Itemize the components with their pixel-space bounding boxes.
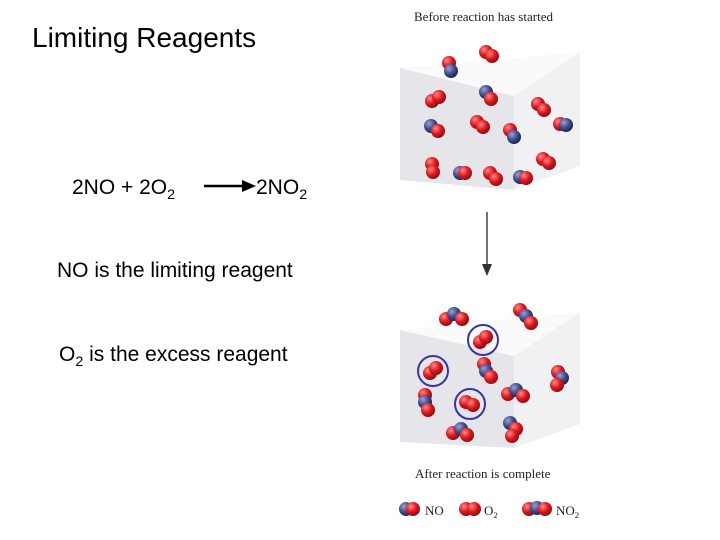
legend-o2-icon [459, 502, 481, 516]
products-subscript: 2 [299, 186, 308, 203]
reactants-subscript: 2 [167, 186, 176, 203]
legend-no-icon [399, 502, 420, 516]
equation-products: 2NO2 [256, 176, 308, 203]
legend-no2-icon [522, 501, 552, 516]
reaction-figure [400, 45, 580, 448]
before-caption: Before reaction has started [414, 9, 553, 24]
reaction-arrow-icon [204, 180, 256, 192]
reactants-text: 2NO + 2O [72, 176, 168, 199]
legend-o2-subscript: 2 [493, 510, 498, 521]
excess-prefix: O [59, 343, 76, 366]
after-caption: After reaction is complete [415, 466, 551, 481]
after-molecules [418, 303, 569, 443]
legend-no-label: NO [425, 503, 444, 519]
excess-subscript: 2 [75, 353, 84, 370]
legend-no2-text: NO [556, 503, 575, 518]
legend-no2-label: NO2 [556, 503, 580, 521]
legend-no-text: NO [425, 503, 444, 518]
slide-title: Limiting Reagents [32, 22, 257, 53]
before-molecules [424, 45, 573, 186]
legend-o2-label: O2 [484, 503, 498, 521]
down-arrow-icon [482, 212, 492, 276]
excess-statement: O2 is the excess reagent [59, 343, 288, 370]
legend-o2-text: O [484, 503, 494, 518]
limiting-statement: NO is the limiting reagent [57, 259, 293, 282]
products-text: 2NO [256, 176, 300, 199]
equation-reactants: 2NO + 2O2 [72, 176, 176, 203]
legend-no2-subscript: 2 [574, 510, 580, 521]
excess-o2-highlight [417, 324, 499, 420]
excess-rest: is the excess reagent [83, 343, 288, 366]
